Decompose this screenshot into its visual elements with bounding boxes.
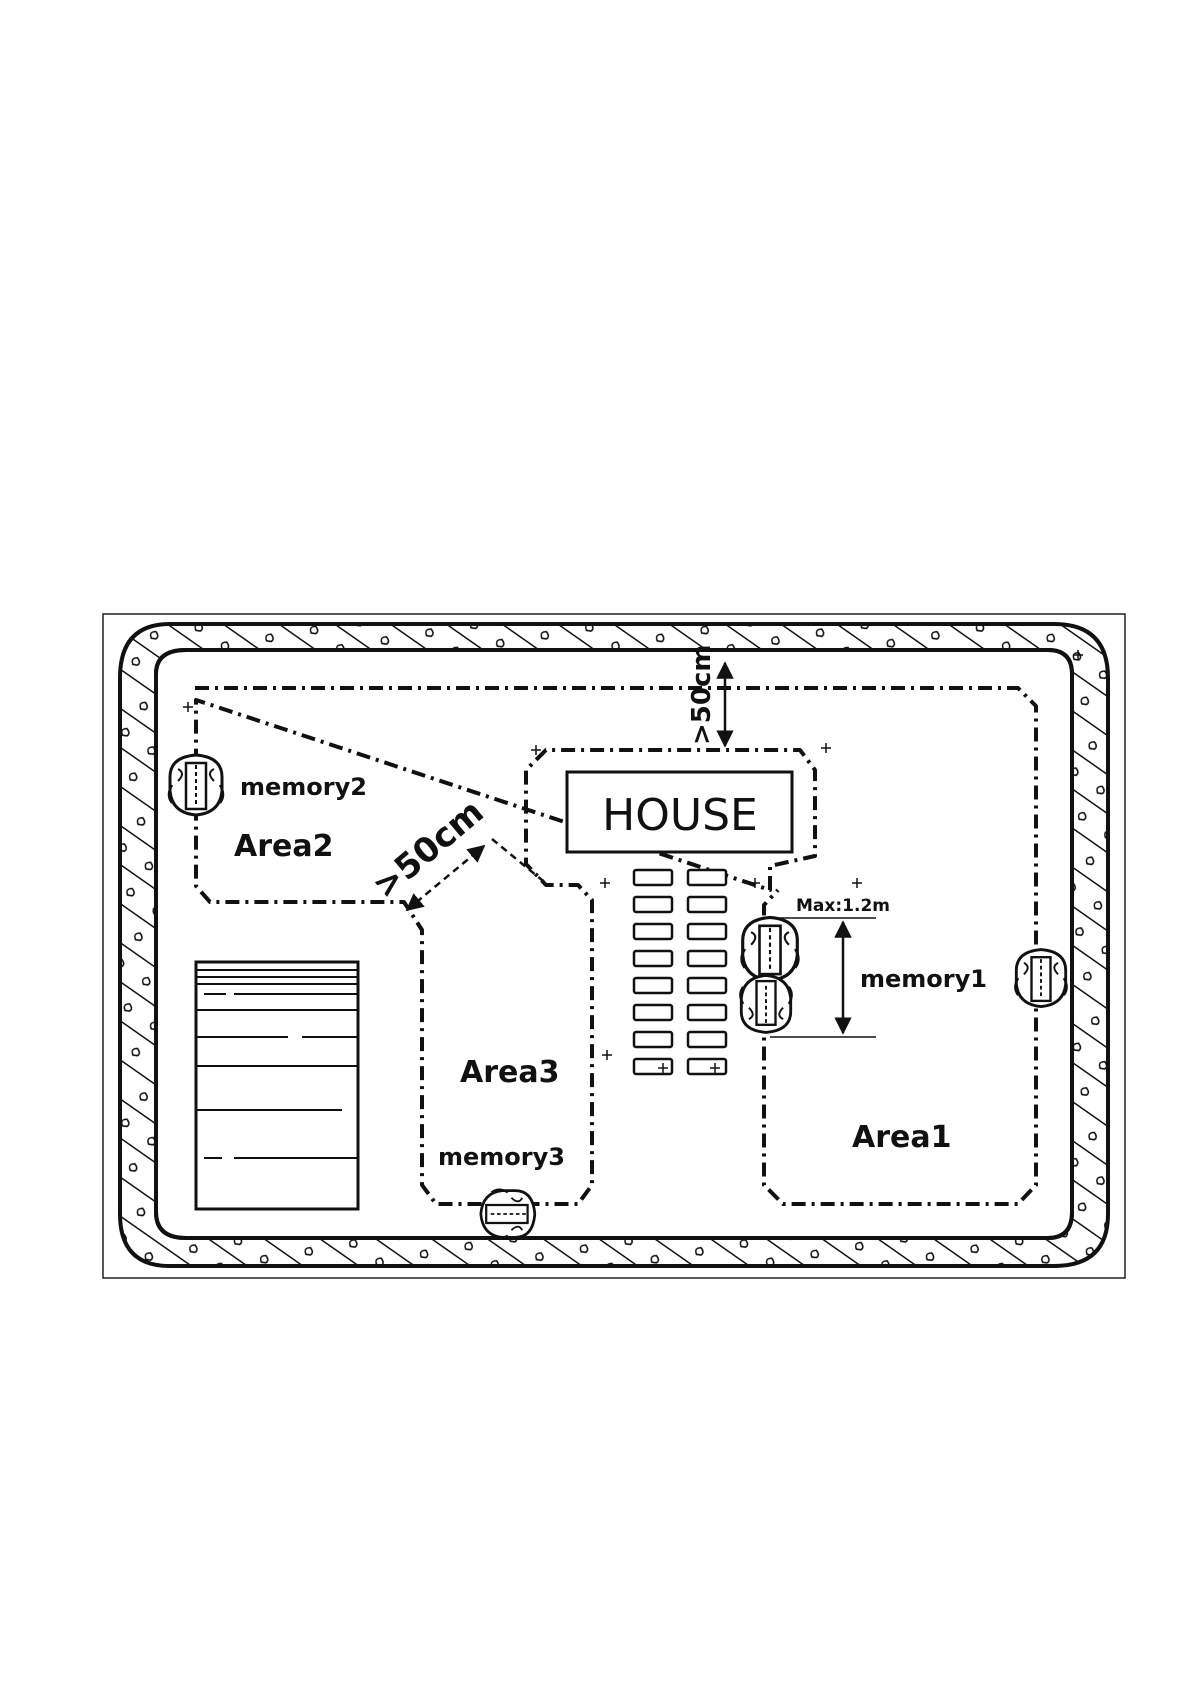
shed-block — [196, 962, 358, 1209]
robot-mower-icon — [740, 975, 791, 1032]
house-label: HOUSE — [602, 790, 758, 841]
area1-label: Area1 — [852, 1120, 951, 1155]
robot-mower-icon — [481, 1190, 535, 1239]
memory2-label: memory2 — [240, 773, 367, 801]
diagonal-distance-label: >50cm — [365, 792, 491, 907]
stepping-stones — [634, 870, 726, 1074]
memory3-label: memory3 — [438, 1143, 565, 1171]
memory1-label: memory1 — [860, 965, 987, 993]
robot-mower-icon — [1015, 950, 1066, 1007]
diagonal-dashed-line — [492, 839, 548, 885]
robot-mower-icon — [742, 917, 799, 980]
area3-label: Area3 — [460, 1055, 559, 1090]
robot-mower-icon — [169, 755, 223, 815]
top-distance-label: >50cm — [687, 645, 717, 745]
max-width-label: Max:1.2m — [796, 896, 890, 916]
area2-label: Area2 — [234, 829, 333, 864]
